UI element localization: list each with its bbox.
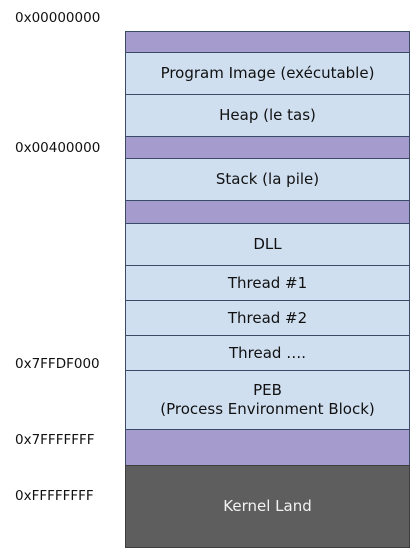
unused-region-after-stack bbox=[125, 200, 410, 224]
segment-stack-label: Stack (la pile) bbox=[215, 170, 320, 188]
address-label-0x7fffffff: 0x7FFFFFFF bbox=[15, 432, 95, 448]
segment-thread-2-label: Thread #2 bbox=[227, 308, 308, 327]
unused-region-after-heap bbox=[125, 136, 410, 159]
address-label-0x00400000: 0x00400000 bbox=[15, 140, 101, 156]
segment-thread-more-label: Thread …. bbox=[229, 343, 306, 362]
segment-thread-2: Thread #2 bbox=[125, 300, 410, 336]
segment-peb-label: PEB bbox=[253, 381, 282, 399]
segment-heap-label: Heap (le tas) bbox=[219, 106, 316, 124]
segment-peb-sublabel: (Process Environment Block) bbox=[160, 400, 375, 418]
segment-thread-more: Thread …. bbox=[125, 335, 410, 371]
address-label-0xffffffff: 0xFFFFFFFF bbox=[15, 488, 94, 504]
address-label-0x7ffdf000: 0x7FFDF000 bbox=[15, 356, 100, 372]
segment-peb: PEB (Process Environment Block) bbox=[125, 370, 410, 430]
segment-heap: Heap (le tas) bbox=[125, 94, 410, 137]
address-label-0x00000000: 0x00000000 bbox=[15, 10, 101, 26]
segment-thread-1: Thread #1 bbox=[125, 265, 410, 301]
segment-dll: DLL bbox=[125, 223, 410, 266]
segment-dll-label: DLL bbox=[253, 235, 282, 253]
unused-region-top bbox=[125, 31, 410, 53]
segment-kernel-land: Kernel Land bbox=[125, 465, 410, 548]
unused-region-before-kernel bbox=[125, 429, 410, 466]
segment-thread-1-label: Thread #1 bbox=[227, 273, 308, 292]
segment-stack: Stack (la pile) bbox=[125, 158, 410, 201]
segment-program-image-label: Program Image (exécutable) bbox=[160, 64, 375, 82]
segment-program-image: Program Image (exécutable) bbox=[125, 52, 410, 95]
segment-kernel-land-label: Kernel Land bbox=[223, 497, 312, 515]
